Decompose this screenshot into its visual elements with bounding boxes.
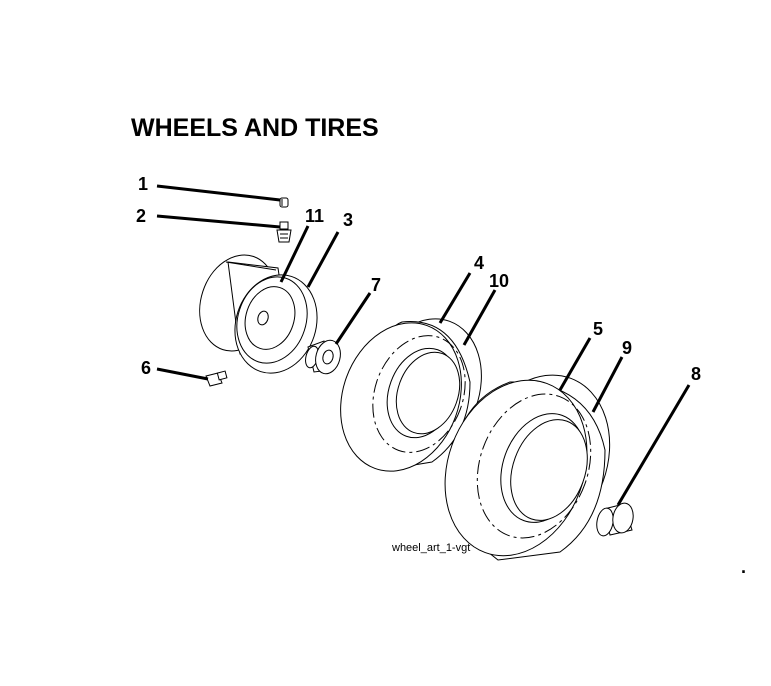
rear-tire [444, 374, 611, 561]
figure-caption: wheel_art_1-vgt [391, 542, 470, 554]
callout-2: 2 [136, 206, 146, 226]
bushing [305, 339, 341, 375]
wheel-rim [199, 254, 318, 374]
callout-10: 10 [489, 271, 509, 291]
callout-6: 6 [141, 358, 151, 378]
callout-7: 7 [371, 275, 381, 295]
grease-fitting [205, 370, 228, 387]
valve-stem [276, 221, 292, 243]
valve-cap [279, 197, 289, 208]
callout-11: 11 [305, 206, 324, 226]
callout-8: 8 [691, 364, 701, 384]
callout-1: 1 [138, 174, 148, 194]
callout-4: 4 [474, 253, 484, 273]
callout-5: 5 [593, 319, 603, 339]
trailing-mark: . [741, 557, 746, 577]
leader-lines [156, 184, 691, 506]
front-tire [340, 318, 482, 472]
callout-3: 3 [343, 210, 353, 230]
callout-9: 9 [622, 338, 632, 358]
hub-cap [596, 502, 634, 537]
diagram-title: WHEELS AND TIRES [131, 114, 379, 142]
